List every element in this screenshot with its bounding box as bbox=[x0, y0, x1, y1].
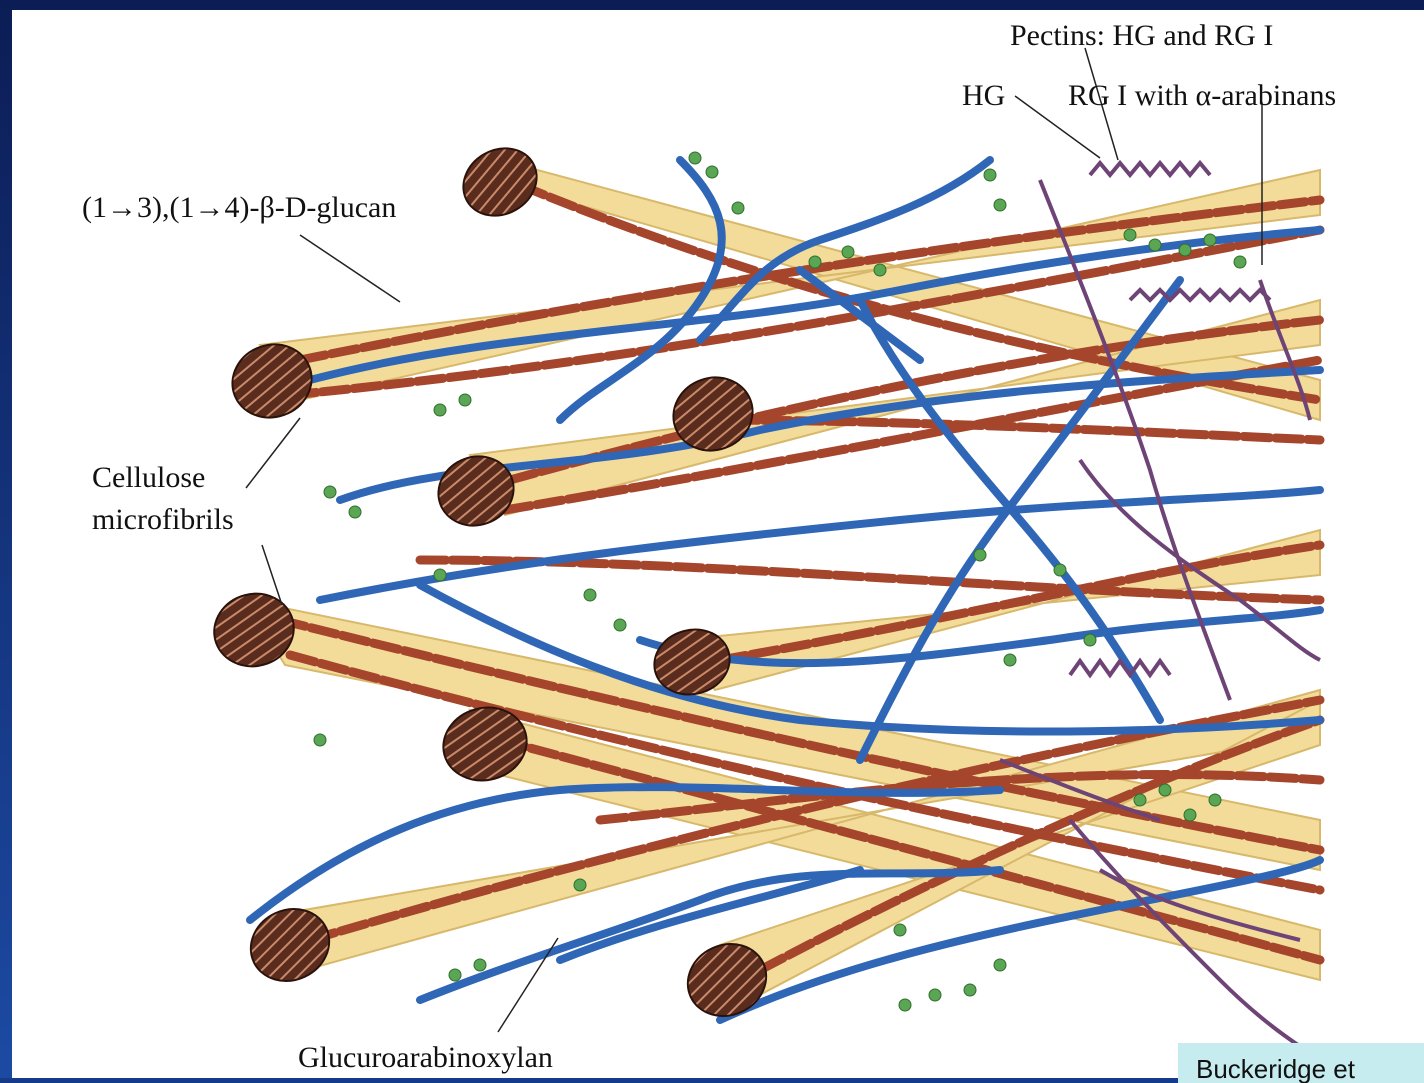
arabinose-dot bbox=[1149, 239, 1161, 251]
arabinose-dot bbox=[994, 199, 1006, 211]
arabinose-dot bbox=[1184, 809, 1196, 821]
arabinose-dot bbox=[894, 924, 906, 936]
arabinose-dot bbox=[994, 959, 1006, 971]
label-glucuroarabinoxylan: Glucuroarabinoxylan bbox=[298, 1040, 553, 1076]
glucan-leader bbox=[300, 235, 400, 302]
arabinose-dot bbox=[974, 549, 986, 561]
arabinose-dot bbox=[1204, 234, 1216, 246]
arabinose-dot bbox=[324, 486, 336, 498]
pectin-zigzag bbox=[1070, 661, 1170, 675]
arabinose-dot bbox=[1054, 564, 1066, 576]
label-cellulose: Cellulose bbox=[92, 460, 205, 496]
arabinose-dot bbox=[842, 246, 854, 258]
arabinose-dot bbox=[1084, 634, 1096, 646]
arabinose-dot bbox=[706, 166, 718, 178]
arabinose-dot bbox=[964, 984, 976, 996]
arabinose-dot bbox=[434, 569, 446, 581]
arabinose-dot bbox=[434, 404, 446, 416]
gax-leader bbox=[498, 938, 558, 1032]
arabinose-dot bbox=[1159, 784, 1171, 796]
label-pectins: Pectins: HG and RG I bbox=[1010, 18, 1273, 54]
arabinose-dot bbox=[874, 264, 886, 276]
arabinose-dot bbox=[349, 506, 361, 518]
label-microfibrils: microfibrils bbox=[92, 502, 234, 538]
arabinose-dot bbox=[449, 969, 461, 981]
arabinose-dot bbox=[1209, 794, 1221, 806]
microfibril-end bbox=[451, 135, 549, 228]
arabinose-dot bbox=[1234, 256, 1246, 268]
arabinose-dot bbox=[984, 169, 996, 181]
arabinose-dot bbox=[689, 152, 701, 164]
arabinose-dot bbox=[1134, 794, 1146, 806]
label-hg: HG bbox=[962, 78, 1005, 114]
label-glucan: (1→3),(1→4)-β-D-glucan bbox=[82, 190, 396, 226]
cellulose-leader-top bbox=[246, 418, 300, 488]
arabinose-dot bbox=[314, 734, 326, 746]
arabinose-dot bbox=[1004, 654, 1016, 666]
arabinose-dot bbox=[584, 589, 596, 601]
arabinose-dot bbox=[732, 202, 744, 214]
label-rg1: RG I with α-arabinans bbox=[1068, 78, 1336, 114]
arabinose-dot bbox=[1124, 229, 1136, 241]
arabinose-dot bbox=[929, 989, 941, 1001]
arabinose-dot bbox=[574, 879, 586, 891]
arabinose-dot bbox=[1179, 244, 1191, 256]
arabinose-dot bbox=[459, 394, 471, 406]
arabinose-dot bbox=[474, 959, 486, 971]
arabinose-dot bbox=[614, 619, 626, 631]
arabinose-dot bbox=[899, 999, 911, 1011]
citation-box: Buckeridge et bbox=[1178, 1043, 1424, 1083]
pectin-zigzag bbox=[1090, 163, 1210, 175]
arabinose-dot bbox=[809, 256, 821, 268]
pectin-zigzag bbox=[1130, 290, 1270, 300]
